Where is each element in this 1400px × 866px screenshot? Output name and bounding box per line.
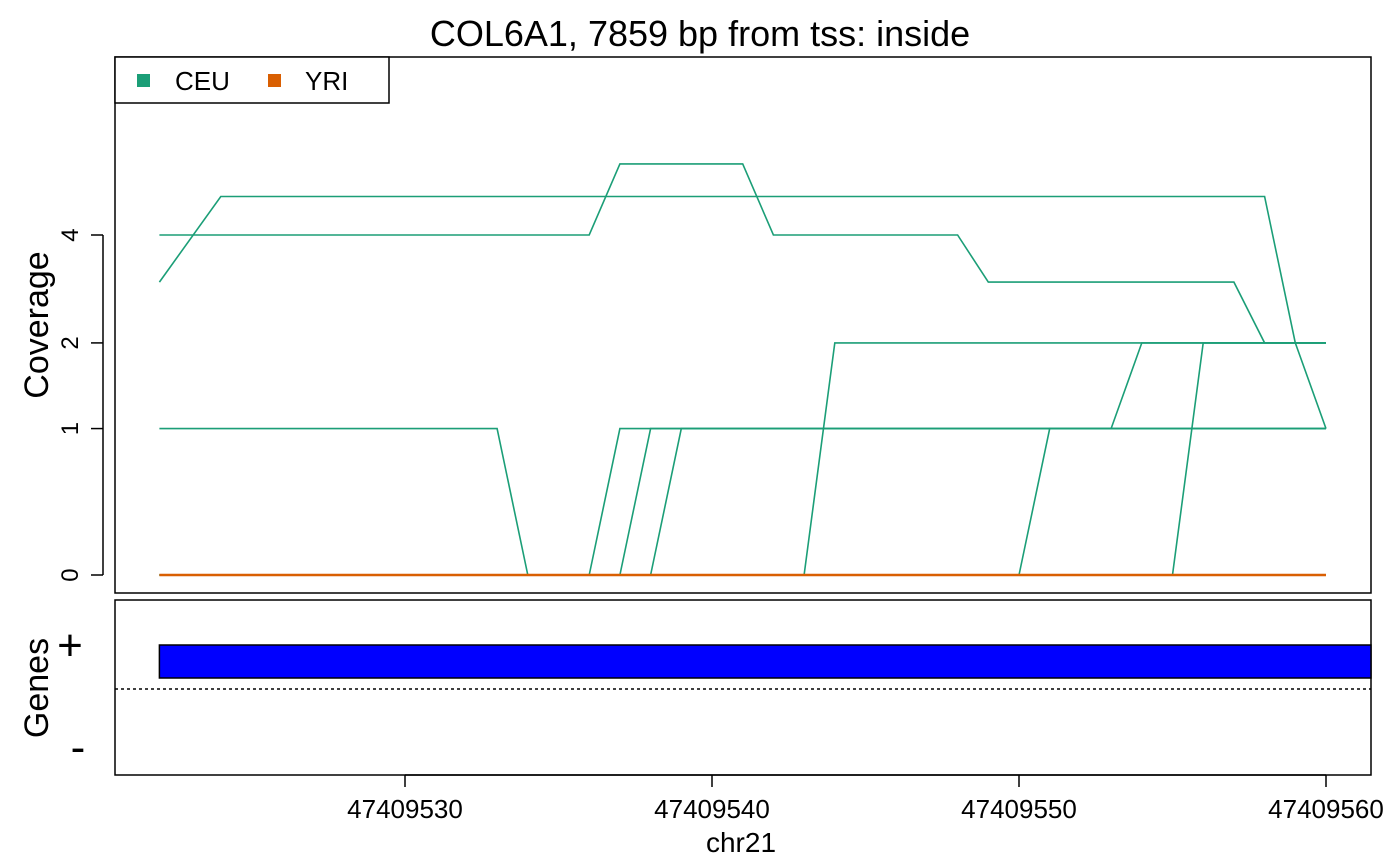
ceu-coverage-line-8 [159, 342, 1326, 576]
y-tick-label: 4 [57, 228, 84, 241]
ceu-coverage-line-3 [159, 427, 1326, 576]
x-tick-label: 47409530 [347, 794, 463, 824]
x-tick-label: 47409560 [1268, 794, 1384, 824]
gene-bar [158, 644, 1372, 679]
coverage-series [158, 163, 1327, 577]
genes-panel: Genes + - [18, 599, 1372, 776]
ceu-coverage-line-6 [159, 342, 1326, 576]
gene-track [158, 644, 1372, 679]
legend-swatch-ceu [137, 74, 150, 87]
y-tick-label: 1 [57, 422, 84, 435]
ceu-coverage-line-5 [159, 427, 1326, 576]
legend-swatch-yri [268, 74, 281, 87]
legend-box [114, 56, 390, 104]
chart-title: COL6A1, 7859 bp from tss: inside [430, 13, 970, 54]
plus-strand-label: + [57, 621, 83, 670]
x-axis-label: chr21 [706, 827, 776, 858]
x-tick-label: 47409550 [961, 794, 1077, 824]
legend: CEU YRI [114, 56, 390, 104]
ceu-coverage-line-4 [159, 427, 1326, 576]
coverage-plot-frame [114, 56, 1372, 594]
coverage-panel: 0 1 2 4 Coverage CEU YRI [18, 56, 1372, 594]
x-axis: 47409530 47409540 47409550 47409560 [347, 774, 1384, 824]
ceu-coverage-line-7 [159, 342, 1326, 576]
ceu-coverage-line-2 [159, 163, 1327, 429]
genes-label: Genes [18, 638, 56, 738]
x-tick-label: 47409540 [654, 794, 770, 824]
y-tick-label: 2 [57, 336, 84, 349]
coverage-y-axis: 0 1 2 4 [57, 228, 104, 582]
genes-plot-frame [114, 599, 1372, 776]
legend-label-ceu: CEU [175, 66, 230, 96]
legend-label-yri: YRI [305, 66, 348, 96]
minus-strand-label: - [71, 723, 86, 772]
y-axis-label: Coverage [18, 251, 56, 398]
ceu-coverage-line-1 [158, 195, 1326, 344]
y-tick-label: 0 [57, 568, 84, 581]
